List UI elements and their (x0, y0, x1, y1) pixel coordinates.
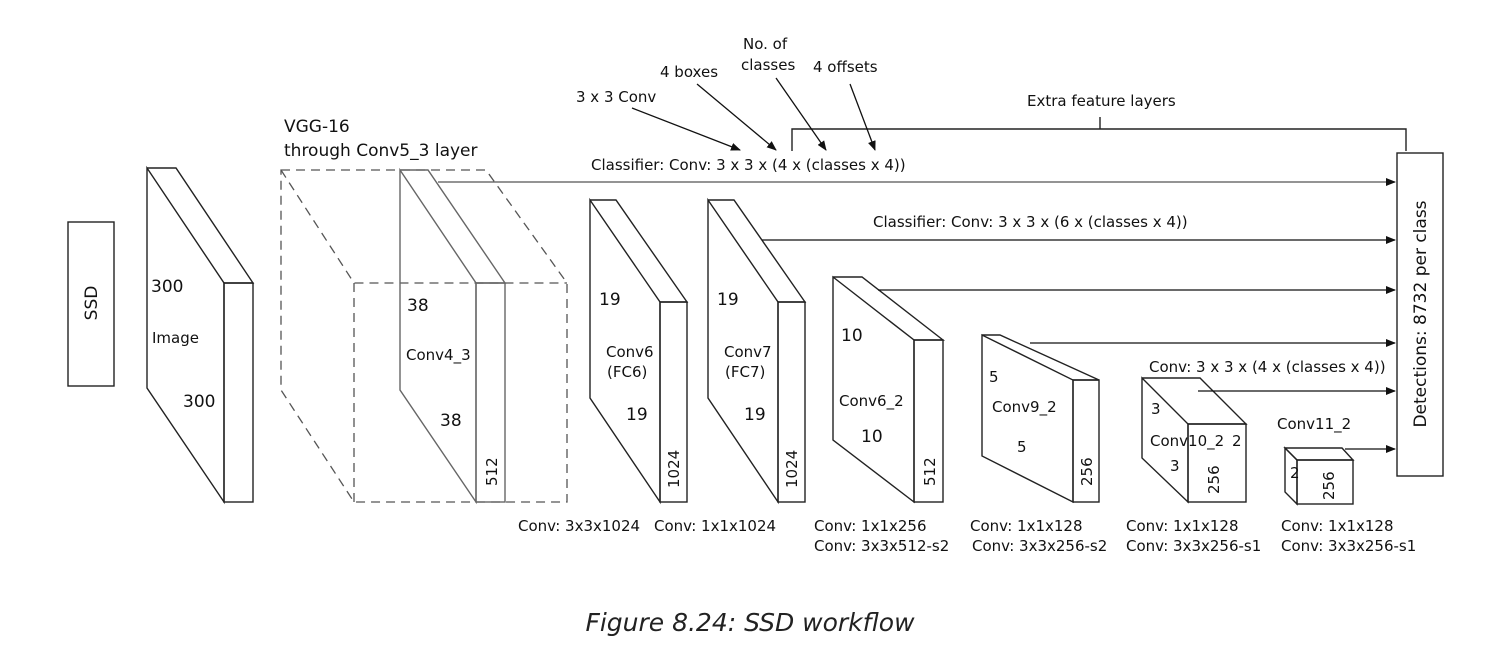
conv3x3-label: 3 x 3 Conv (576, 88, 656, 106)
conv9-2-op1: Conv: 1x1x128 (970, 517, 1083, 535)
top-annotations: 3 x 3 Conv 4 boxes No. of classes 4 offs… (576, 35, 878, 151)
conv6-op: Conv: 3x3x1024 (518, 517, 640, 535)
conv6-label-line1: Conv6 (606, 343, 654, 361)
figure-caption: Figure 8.24: SSD workflow (585, 608, 915, 637)
conv8-2-height: 10 (841, 326, 863, 346)
image-height: 300 (151, 277, 183, 297)
conv10-2-depth-dim: 3 (1170, 457, 1180, 475)
classifier2-label: Classifier: Conv: 3 x 3 x (6 x (classes … (873, 213, 1188, 231)
conv11-2-block: Conv11_2 2 256 Conv: 1x1x128 Conv: 3x3x2… (1277, 415, 1416, 555)
conv4-3-width: 38 (440, 411, 462, 431)
conv6-height: 19 (599, 290, 621, 310)
conv11-2-depth: 256 (1320, 471, 1338, 500)
ssd-label: SSD (82, 286, 102, 321)
boxes-label: 4 boxes (660, 63, 718, 81)
conv7-depth: 1024 (783, 450, 801, 488)
conv6-depth: 1024 (665, 450, 683, 488)
conv10-2-block: 3 Conv10_2 2 3 256 Conv: 1x1x128 Conv: 3… (1126, 376, 1261, 555)
conv10-2-label: Conv10_2 (1150, 432, 1224, 451)
image-block: 300 Image 300 (146, 165, 255, 505)
detections-label: Detections: 8732 per class (1411, 200, 1431, 427)
classes-label-line1: No. of (743, 35, 788, 53)
conv10-2-width: 2 (1232, 432, 1242, 450)
conv10-2-op1: Conv: 1x1x128 (1126, 517, 1239, 535)
conv8-2-op2: Conv: 3x3x512-s2 (814, 537, 949, 555)
conv4-3-block: 38 Conv4_3 38 512 (399, 167, 507, 505)
conv7-label-line1: Conv7 (724, 343, 772, 361)
conv7-label-line2: (FC7) (725, 363, 765, 381)
offsets-label: 4 offsets (813, 58, 878, 76)
extra-layers-label: Extra feature layers (1027, 92, 1176, 110)
conv8-2-op1: Conv: 1x1x256 (814, 517, 927, 535)
extra-layers-bracket: Extra feature layers (791, 92, 1407, 151)
conv11-2-label: Conv11_2 (1277, 415, 1351, 434)
conv6-width: 19 (626, 405, 648, 425)
conv11-2-height: 2 (1290, 464, 1300, 482)
conv8-2-label: Conv6_2 (839, 392, 904, 411)
conv9-2-block: 5 Conv9_2 5 256 Conv: 1x1x128 Conv: 3x3x… (970, 333, 1107, 555)
conv11-2-op1: Conv: 1x1x128 (1281, 517, 1394, 535)
conv7-height: 19 (717, 290, 739, 310)
conv11-2-op2: Conv: 3x3x256-s1 (1281, 537, 1416, 555)
conv9-2-height: 5 (989, 368, 999, 386)
conv4-3-height: 38 (407, 296, 429, 316)
classifier3-label: Conv: 3 x 3 x (4 x (classes x 4)) (1149, 358, 1386, 376)
conv9-2-label: Conv9_2 (992, 398, 1057, 417)
image-label: Image (152, 329, 199, 347)
conv10-2-depth: 256 (1205, 465, 1223, 494)
conv10-2-op2: Conv: 3x3x256-s1 (1126, 537, 1261, 555)
ssd-box: SSD (67, 221, 115, 387)
conv9-2-depth: 256 (1078, 457, 1096, 486)
conv8-2-depth: 512 (921, 457, 939, 486)
detections-box: Detections: 8732 per class (1396, 152, 1444, 477)
vgg-title-line1: VGG-16 (284, 117, 350, 137)
conv4-3-depth: 512 (483, 457, 501, 486)
classifier1-label: Classifier: Conv: 3 x 3 x (4 x (classes … (591, 156, 906, 174)
vgg-title-line2: through Conv5_3 layer (284, 141, 478, 161)
conv8-2-block: 10 Conv6_2 10 512 Conv: 1x1x256 Conv: 3x… (814, 275, 949, 555)
conv7-block: 19 Conv7 (FC7) 19 1024 Conv: 1x1x1024 (654, 197, 807, 535)
conv6-label-line2: (FC6) (607, 363, 647, 381)
conv7-op: Conv: 1x1x1024 (654, 517, 776, 535)
conv9-2-op2: Conv: 3x3x256-s2 (972, 537, 1107, 555)
conv10-2-height: 3 (1151, 400, 1161, 418)
conv4-3-label: Conv4_3 (406, 346, 471, 365)
conv6-block: 19 Conv6 (FC6) 19 1024 Conv: 3x3x1024 (518, 197, 689, 535)
conv7-width: 19 (744, 405, 766, 425)
detection-arrows (438, 178, 1396, 453)
conv9-2-width: 5 (1017, 438, 1027, 456)
conv8-2-width: 10 (861, 427, 883, 447)
classes-label-line2: classes (741, 56, 795, 74)
image-width: 300 (183, 392, 215, 412)
